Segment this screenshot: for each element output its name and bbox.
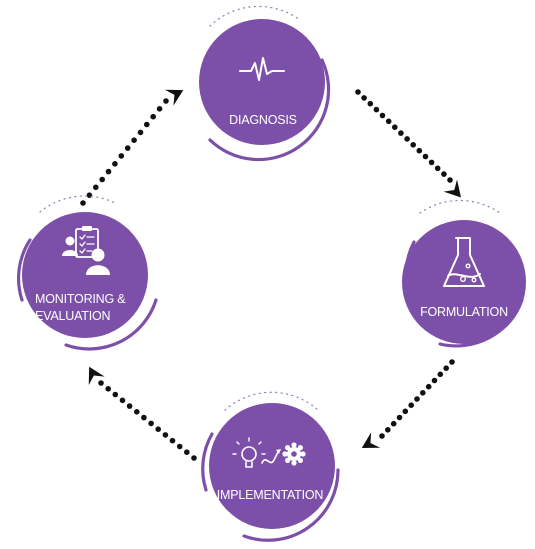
node-diagnosis-outer-ring (208, 58, 331, 162)
node-monitoring-circle (22, 212, 148, 338)
connector-dot (398, 130, 404, 136)
connector-dot (176, 443, 183, 450)
connector-dot (425, 383, 432, 390)
connector-dot (105, 386, 111, 392)
connector-dot (392, 124, 398, 130)
connector-dot (443, 365, 450, 372)
node-monitoring-evaluation: MONITORING & EVALUATION (16, 195, 158, 351)
lightbulb-gear-icon (232, 437, 306, 468)
connector-dot (367, 100, 374, 107)
connector-dot (112, 161, 118, 167)
connector-dot (404, 136, 410, 142)
connector-dot (137, 129, 144, 136)
connector-dot (163, 98, 169, 104)
node-monitoring-outer-ring-lower (64, 298, 158, 351)
connector-diagnosis-to-formulation (355, 89, 453, 183)
connector-dot (141, 414, 147, 421)
node-formulation: FORMULATION (402, 199, 526, 348)
node-monitoring-dotted-arc (39, 195, 116, 213)
node-implementation-outer-ring (201, 432, 214, 492)
connector-dot (441, 171, 447, 177)
node-implementation-outer-ring-lower (242, 468, 340, 542)
flask-icon (443, 237, 485, 287)
connector-dot (379, 433, 385, 439)
connector-dot (414, 396, 420, 402)
connector-dot (379, 112, 386, 119)
connector-dot (373, 106, 380, 113)
node-monitoring-outer-ring (16, 238, 32, 302)
connector-dot (112, 391, 119, 398)
connector-dot (86, 192, 93, 198)
connector-dot (431, 377, 438, 384)
node-implementation: IMPLEMENTATION (201, 391, 340, 542)
node-diagnosis-dotted-arc (209, 5, 301, 27)
connector-dot (80, 200, 86, 206)
connector-dot (98, 380, 104, 386)
node-monitoring-label-line1: MONITORING & (35, 292, 126, 306)
connector-dot (449, 359, 455, 365)
connector-dot (390, 420, 397, 427)
node-formulation-circle (402, 220, 526, 344)
node-implementation-label: IMPLEMENTATION (217, 488, 324, 502)
person-checklist-icon (62, 226, 110, 275)
connector-dot (124, 145, 131, 151)
connector-dot (408, 402, 415, 409)
arrowhead-into-implementation (361, 432, 381, 448)
connector-implementation-to-monitoring (98, 380, 197, 461)
connector-dot (422, 153, 429, 160)
node-diagnosis: DIAGNOSIS (199, 5, 331, 162)
arrowhead-into-formulation (443, 179, 462, 198)
connector-dot (434, 165, 441, 172)
connector-dot (447, 177, 453, 183)
connector-dot (99, 176, 105, 183)
connector-dot (437, 371, 444, 378)
connector-dot (420, 390, 426, 396)
connector-monitoring-to-diagnosis (80, 98, 169, 206)
connector-dot (355, 89, 361, 95)
node-implementation-circle (209, 403, 335, 529)
connector-dot (119, 397, 126, 404)
connector-dot (126, 403, 133, 409)
node-monitoring-label-line2: EVALUATION (35, 309, 111, 323)
node-diagnosis-label: DIAGNOSIS (229, 113, 297, 127)
connector-dot (156, 106, 163, 112)
connector-dot (134, 409, 140, 415)
connector-dot (169, 437, 176, 444)
node-implementation-dotted-arc (224, 391, 319, 411)
node-formulation-dotted-arc (419, 199, 501, 214)
arrowhead-into-diagnosis (164, 89, 184, 106)
connector-dot (118, 153, 125, 159)
connector-dot (361, 95, 367, 101)
arrowhead-into-monitoring (88, 366, 105, 386)
connector-dot (93, 184, 99, 191)
connector-dot (148, 420, 154, 427)
connector-dot (184, 449, 190, 456)
connector-dot (402, 408, 409, 415)
connector-dot (144, 121, 150, 128)
connector-formulation-to-implementation (379, 359, 455, 439)
connector-dot (155, 426, 161, 433)
connector-dot (410, 142, 417, 148)
node-formulation-label: FORMULATION (420, 305, 508, 319)
connector-dot (428, 159, 435, 166)
connector-dot (416, 147, 423, 154)
connector-dot (191, 455, 197, 461)
connector-dot (131, 137, 137, 143)
node-diagnosis-circle (199, 19, 325, 145)
connector-dot (162, 432, 169, 438)
connector-dot (396, 414, 403, 421)
connector-dot (385, 118, 392, 125)
connector-dot (105, 168, 112, 175)
pulse-icon (239, 57, 285, 81)
connector-dot (150, 113, 156, 120)
connector-dot (385, 427, 391, 433)
